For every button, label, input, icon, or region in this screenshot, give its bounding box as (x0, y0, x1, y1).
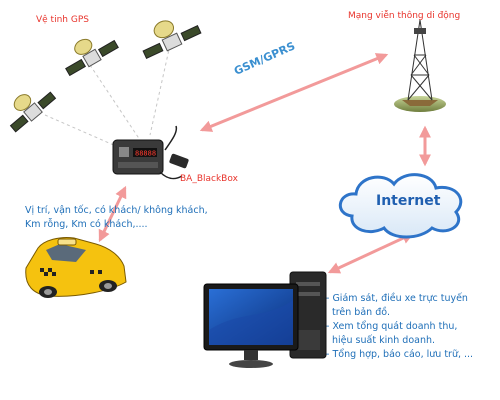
feature-line: - Tổng hợp, báo cáo, lưu trữ, ... (326, 348, 474, 360)
feature-line: hiệu suất kinh doanh. (332, 334, 436, 346)
vehicle-info-text: Vị trí, vận tốc, có khách/ không khách, … (25, 205, 208, 233)
computer-icon (203, 271, 327, 368)
gps-satellite-label: Vệ tinh GPS (36, 15, 89, 25)
cell-tower-icon (394, 19, 446, 112)
mobile-network-label: Mạng viễn thông di động (348, 11, 461, 21)
feature-line: - Giám sát, điều xe trực tuyến (326, 293, 468, 304)
vehicle-info-line: Vị trí, vận tốc, có khách/ không khách, (25, 205, 208, 216)
arrow-device-network (199, 53, 389, 132)
taxi-icon (25, 237, 127, 298)
internet-label: Internet (376, 193, 441, 209)
communication-arrows (98, 53, 431, 274)
satellite-icon (142, 20, 202, 59)
vehicle-info-line: Km rỗng, Km có khách,.... (25, 218, 148, 230)
feature-line: - Xem tổng quát doanh thu, (326, 320, 458, 332)
blackbox-label: BA_BlackBox (180, 174, 238, 184)
features-list: - Giám sát, điều xe trực tuyến trên bản … (326, 293, 473, 362)
satellite-icon (9, 91, 57, 133)
satellite-icon (65, 38, 119, 77)
gps-blackbox-icon: 88888 (112, 125, 189, 180)
feature-line: trên bản đồ. (332, 306, 391, 318)
gps-signal-lines (44, 44, 171, 151)
arrow-device-taxi (98, 185, 127, 243)
internet-cloud-icon (339, 173, 463, 239)
arrow-internet-computer (327, 232, 415, 274)
device-display-text: 88888 (135, 150, 156, 158)
